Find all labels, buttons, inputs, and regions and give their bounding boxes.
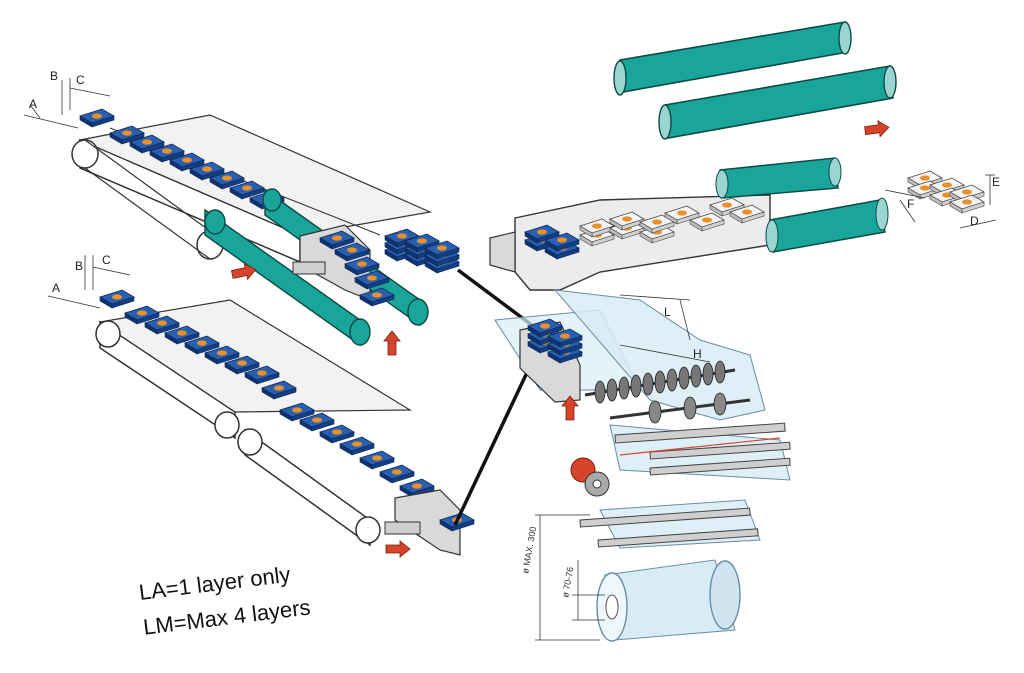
upper-dimensions: B C A: [23, 69, 111, 129]
discharge-arrow-icon: [863, 119, 891, 139]
red-arrow-up-icon: [383, 330, 401, 356]
upper-dim-a-label: A: [29, 97, 37, 111]
lower-dimensions: B C A: [47, 253, 131, 309]
caption: LA=1 layer only LM=Max 4 layers: [138, 562, 312, 640]
roll-max-diameter-label: ø MAX. 300: [520, 526, 538, 575]
lower-dim-b-label: B: [75, 259, 83, 273]
pack-dim-d-label: D: [970, 214, 979, 228]
product-stack: [384, 228, 460, 274]
connector-lines: [453, 268, 547, 526]
upper-infeed-conveyor: [71, 108, 433, 264]
upper-dim-c-label: C: [76, 73, 85, 87]
pack-dim-f-label: F: [907, 197, 914, 211]
guide-rods: [579, 422, 791, 548]
film-roll: ø MAX. 300 ø 70-76: [520, 514, 741, 642]
tape-spool: [570, 457, 610, 497]
lower-infeed-conveyor: [95, 289, 475, 556]
pack-dim-e-label: E: [992, 175, 1000, 189]
lower-dim-a-label: A: [52, 281, 60, 295]
top-discharge-belts: [613, 21, 897, 140]
red-arrow-lower-icon: [385, 540, 411, 558]
wrapper-machine: [489, 157, 889, 291]
film-sheet: L H: [553, 289, 791, 549]
lower-dim-c-label: C: [102, 253, 111, 267]
upper-stacker-belt: [204, 188, 429, 347]
film-dim-l-label: L: [664, 305, 671, 319]
roll-core-diameter-label: ø 70-76: [560, 566, 575, 598]
finished-pack: E F D: [884, 170, 1000, 229]
film-red-line: [619, 437, 781, 456]
film-dim-h-label: H: [693, 347, 702, 361]
upper-dim-b-label: B: [50, 69, 58, 83]
spiral-roller: [584, 360, 751, 424]
